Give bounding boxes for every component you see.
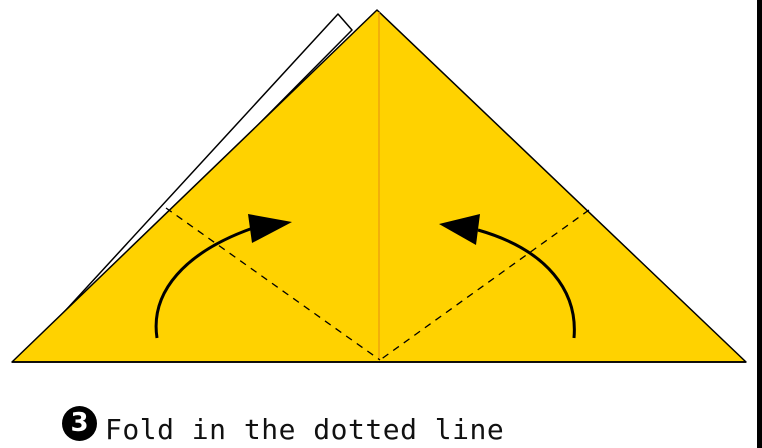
curved-arrow-right-icon (477, 228, 576, 339)
right-border (757, 0, 762, 448)
curved-arrow-left-icon (154, 226, 254, 339)
left-fold-line (165, 207, 381, 361)
step-caption: 3 Fold in the dotted line (62, 404, 504, 446)
right-fold-line (379, 209, 590, 361)
instruction-text: Fold in the dotted line (105, 412, 505, 446)
arrowhead-right (439, 214, 480, 245)
arrowhead-left (248, 214, 292, 243)
step-number-badge: 3 (62, 405, 97, 441)
